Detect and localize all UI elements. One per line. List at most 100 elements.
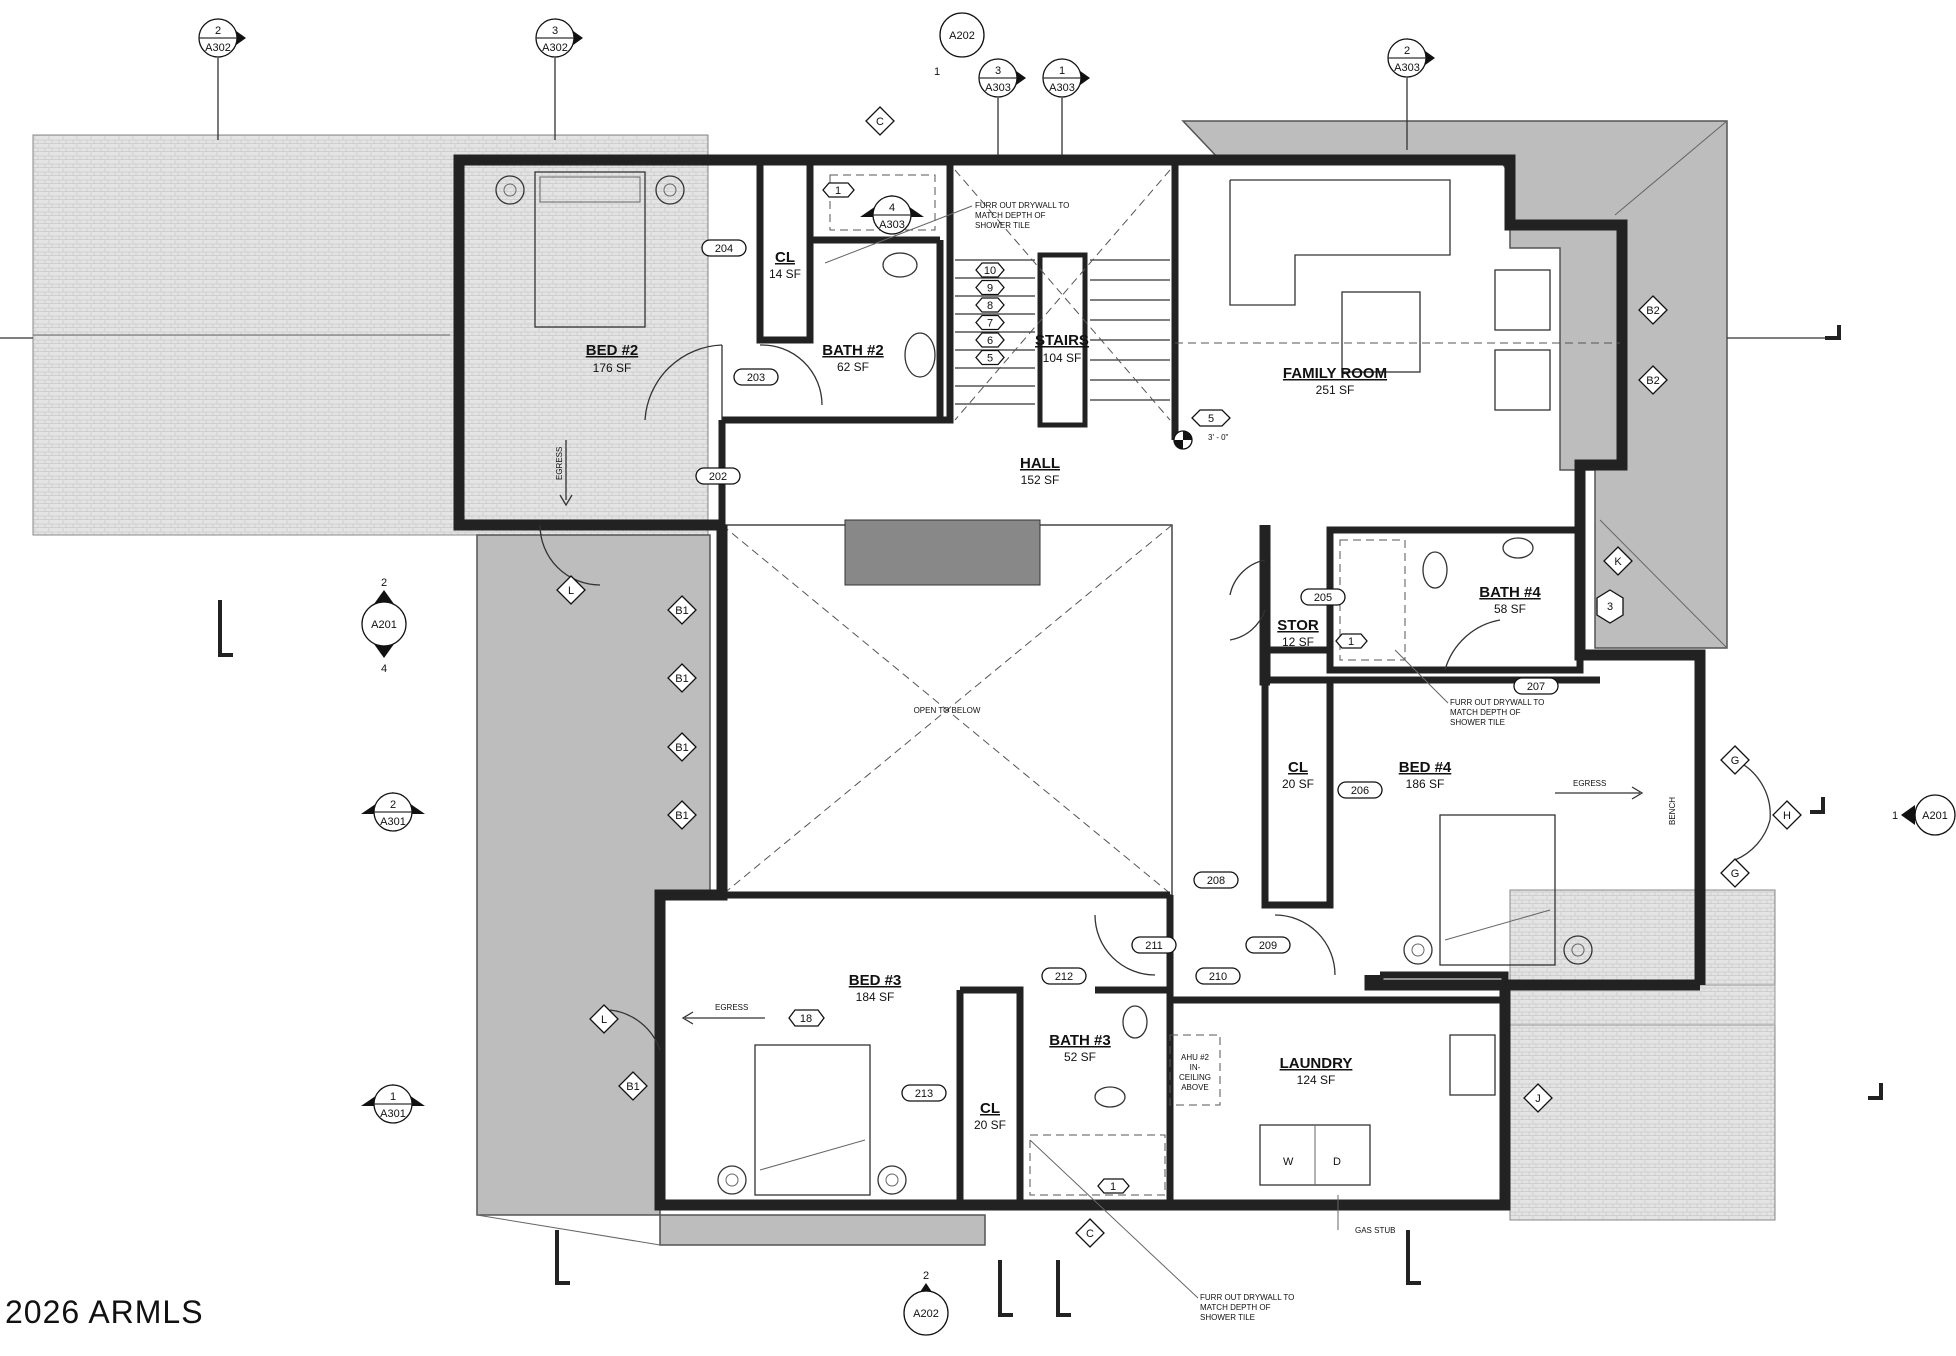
- svg-text:1: 1: [934, 66, 940, 78]
- svg-text:FURR OUT DRYWALL TO: FURR OUT DRYWALL TO: [975, 201, 1069, 210]
- section-marks: 2A3023A3023A3031A3032A3034A3032A3011A301…: [198, 12, 1956, 1336]
- svg-text:A302: A302: [542, 42, 568, 54]
- svg-text:A301: A301: [380, 816, 406, 828]
- stair-step-tag: 9: [975, 279, 1005, 296]
- window-tag-k: K: [1603, 546, 1633, 576]
- section-mark-a201-right: A201 1: [1892, 794, 1956, 836]
- door-tag-211: 211: [1131, 936, 1177, 954]
- svg-text:186 SF: 186 SF: [1406, 777, 1445, 791]
- note-ahu: AHU #2 IN- CEILING ABOVE: [1179, 1053, 1211, 1092]
- window-tag-three: 3: [1596, 589, 1624, 624]
- svg-text:EGRESS: EGRESS: [715, 1003, 748, 1012]
- window-tag-j: J: [1523, 1083, 1553, 1113]
- svg-text:C: C: [876, 116, 884, 128]
- svg-text:ABOVE: ABOVE: [1181, 1083, 1209, 1092]
- door-tag-212: 212: [1041, 967, 1087, 985]
- svg-text:4: 4: [889, 202, 895, 214]
- door-tag-206: 206: [1337, 781, 1383, 799]
- svg-text:STAIRS: STAIRS: [1035, 332, 1089, 349]
- svg-text:204: 204: [715, 243, 733, 255]
- svg-text:J: J: [1535, 1093, 1541, 1105]
- svg-text:62 SF: 62 SF: [837, 360, 869, 374]
- svg-text:B1: B1: [675, 673, 688, 685]
- svg-text:2: 2: [215, 25, 221, 37]
- room-label-bed2: BED #2 176 SF: [586, 342, 639, 375]
- svg-text:104 SF: 104 SF: [1043, 351, 1082, 365]
- svg-text:A301: A301: [380, 1108, 406, 1120]
- svg-text:3: 3: [1607, 601, 1613, 613]
- svg-text:210: 210: [1209, 971, 1227, 983]
- window-tag-b1: B1: [667, 732, 697, 762]
- svg-text:1: 1: [1892, 810, 1898, 822]
- room-label-bed4: BED #4 186 SF: [1399, 759, 1452, 791]
- svg-text:1: 1: [1059, 65, 1065, 77]
- window-tag-b1: B1: [667, 663, 697, 693]
- svg-text:10: 10: [984, 265, 996, 277]
- door-tag-207: 207: [1513, 677, 1559, 695]
- room-label-stor: STOR 12 SF: [1277, 617, 1319, 649]
- window-tag-g: G: [1720, 858, 1750, 888]
- door-tag-202: 202: [695, 467, 741, 485]
- room-label-family: FAMILY ROOM 251 SF: [1283, 365, 1387, 397]
- room-label-cl-204: CL 14 SF: [769, 249, 801, 281]
- door-tag-204: 204: [701, 239, 747, 257]
- open-below-label: OPEN TO BELOW: [914, 706, 981, 715]
- note-bench: BENCH: [1668, 797, 1677, 825]
- grid-stubs: [0, 325, 1883, 1317]
- level-text: 3' - 0": [1208, 433, 1229, 442]
- svg-text:FURR OUT DRYWALL TO: FURR OUT DRYWALL TO: [1450, 698, 1544, 707]
- svg-text:3: 3: [552, 25, 558, 37]
- family-sofa: [1229, 179, 1551, 411]
- roof-right-lower: [1509, 889, 1776, 1221]
- window-tag-l: L: [556, 575, 586, 605]
- tag-eighteen: 18: [788, 1009, 825, 1027]
- svg-text:B1: B1: [675, 605, 688, 617]
- svg-text:EGRESS: EGRESS: [1573, 779, 1606, 788]
- room-label-cl-206: CL 20 SF: [1282, 759, 1314, 791]
- svg-text:CL: CL: [1288, 759, 1308, 776]
- door-tag-205: 205: [1300, 588, 1346, 606]
- svg-text:205: 205: [1314, 592, 1332, 604]
- room-label-bath3: BATH #3 52 SF: [1049, 1032, 1110, 1064]
- svg-text:A303: A303: [1394, 62, 1420, 74]
- room-label-cl-213: CL 20 SF: [974, 1100, 1006, 1132]
- svg-text:6: 6: [987, 335, 993, 347]
- svg-text:12 SF: 12 SF: [1282, 635, 1314, 649]
- note-gas-stub: GAS STUB: [1337, 1195, 1395, 1235]
- svg-text:BED #3: BED #3: [849, 972, 902, 989]
- window-tag-b1: B1: [667, 800, 697, 830]
- svg-text:C: C: [1086, 1228, 1094, 1240]
- svg-text:A202: A202: [913, 1308, 939, 1320]
- window-tag-b2: B2: [1638, 295, 1668, 325]
- svg-text:5: 5: [1208, 413, 1214, 425]
- svg-text:2: 2: [390, 799, 396, 811]
- svg-text:B1: B1: [675, 742, 688, 754]
- bath-fixtures: [829, 174, 1534, 1196]
- svg-text:AHU #2: AHU #2: [1181, 1053, 1210, 1062]
- svg-text:A201: A201: [1922, 810, 1948, 822]
- svg-text:BATH #2: BATH #2: [822, 342, 883, 359]
- note-egress-bed3: EGRESS: [681, 1003, 765, 1025]
- svg-text:2: 2: [923, 1270, 929, 1282]
- svg-text:LAUNDRY: LAUNDRY: [1280, 1055, 1353, 1072]
- room-label-laundry: LAUNDRY 124 SF: [1280, 1055, 1353, 1087]
- door-tag-203: 203: [733, 368, 779, 386]
- svg-text:18: 18: [800, 1013, 812, 1025]
- svg-text:SHOWER TILE: SHOWER TILE: [975, 221, 1030, 230]
- svg-text:1: 1: [390, 1091, 396, 1103]
- bed2-bed: [495, 171, 685, 328]
- note-egress-bed4: EGRESS: [1555, 779, 1644, 800]
- note-furr-out-mid: FURR OUT DRYWALL TO MATCH DEPTH OF SHOWE…: [1394, 649, 1544, 727]
- stair-step-tag: 7: [975, 314, 1005, 331]
- svg-text:184 SF: 184 SF: [856, 990, 895, 1004]
- svg-text:BATH #3: BATH #3: [1049, 1032, 1110, 1049]
- section-mark-a202_bot: A202 2: [903, 1270, 949, 1336]
- window-tag-b1: B1: [667, 595, 697, 625]
- note-furr-out-top: FURR OUT DRYWALL TO MATCH DEPTH OF SHOWE…: [824, 201, 1069, 264]
- copyright-watermark: 2026 ARMLS: [5, 1294, 204, 1330]
- svg-text:58 SF: 58 SF: [1494, 602, 1526, 616]
- svg-text:20 SF: 20 SF: [974, 1118, 1006, 1132]
